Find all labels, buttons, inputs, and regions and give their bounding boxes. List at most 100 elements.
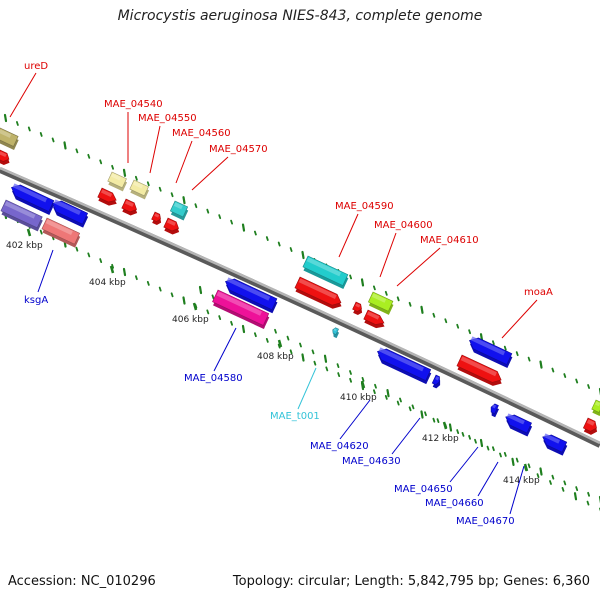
scale-tick bbox=[198, 285, 203, 295]
leader-line bbox=[191, 156, 229, 191]
leader-line bbox=[213, 327, 237, 372]
scale-tick bbox=[361, 376, 365, 382]
scale-tick bbox=[301, 353, 305, 362]
leader-line bbox=[477, 461, 499, 497]
gene-block bbox=[490, 403, 499, 418]
scale-label: 408 kbp bbox=[257, 352, 294, 362]
scale-tick bbox=[360, 278, 365, 287]
gene-block bbox=[302, 255, 349, 290]
scale-tick bbox=[575, 486, 579, 492]
gene-block-face bbox=[151, 211, 161, 222]
gene-block-highlight bbox=[595, 401, 600, 407]
gene-block-highlight bbox=[133, 181, 144, 189]
gene-block bbox=[97, 187, 117, 206]
scale-tick bbox=[158, 286, 162, 292]
scale-tick bbox=[511, 457, 515, 466]
scale-tick bbox=[286, 335, 290, 341]
gene-block-highlight bbox=[216, 291, 262, 316]
gene-block bbox=[169, 200, 189, 221]
scale-tick bbox=[87, 252, 91, 258]
gene-block bbox=[0, 127, 19, 150]
leader-line bbox=[339, 399, 371, 440]
scale-tick bbox=[563, 373, 567, 378]
scale-tick bbox=[289, 247, 293, 252]
scale-tick bbox=[499, 452, 502, 458]
scale-tick bbox=[241, 324, 246, 334]
gene-block-highlight bbox=[506, 413, 525, 425]
gene-block-highlight bbox=[0, 151, 7, 158]
scale-tick bbox=[277, 343, 281, 349]
scale-tick bbox=[182, 196, 186, 205]
scale-tick bbox=[277, 241, 281, 247]
gene-block bbox=[151, 211, 162, 226]
gene-block bbox=[163, 217, 180, 235]
gene-label: MAE_04550 bbox=[138, 113, 197, 124]
gene-block-highlight bbox=[4, 201, 36, 219]
leader-line bbox=[175, 140, 193, 184]
scale-tick bbox=[456, 323, 460, 329]
scale-tick bbox=[491, 340, 495, 346]
gene-block bbox=[542, 433, 568, 456]
scale-tick bbox=[274, 328, 277, 334]
gene-block-face bbox=[163, 217, 179, 232]
scale-label: 404 kbp bbox=[89, 278, 126, 288]
gene-block-highlight bbox=[371, 293, 387, 303]
gene-block bbox=[121, 198, 138, 216]
scale-tick bbox=[551, 474, 555, 480]
scale-tick bbox=[539, 360, 543, 369]
gene-label: MAE_04670 bbox=[456, 516, 515, 527]
gene-block-highlight bbox=[226, 277, 271, 301]
scale-label: 414 kbp bbox=[503, 476, 540, 486]
scale-tick bbox=[301, 250, 305, 260]
scale-tick bbox=[515, 457, 519, 463]
scale-tick bbox=[111, 263, 114, 269]
scale-tick bbox=[587, 491, 590, 497]
scale-tick bbox=[122, 267, 127, 277]
gene-label: MAE_04600 bbox=[374, 220, 433, 231]
scale-tick bbox=[87, 153, 91, 159]
gene-block-highlight bbox=[45, 219, 73, 235]
scale-tick bbox=[549, 480, 552, 485]
scale-tick bbox=[586, 500, 590, 506]
scale-tick bbox=[396, 400, 400, 406]
genome-summary: Topology: circular; Length: 5,842,795 bp… bbox=[232, 574, 590, 589]
scale-tick bbox=[134, 175, 138, 181]
gene-block bbox=[0, 149, 10, 166]
gene-block-highlight bbox=[586, 419, 595, 426]
scale-major-tick bbox=[277, 339, 283, 348]
scale-tick bbox=[432, 312, 436, 318]
scale-tick bbox=[372, 285, 376, 291]
scale-tick bbox=[420, 410, 424, 419]
scale-tick bbox=[396, 296, 400, 302]
gene-block bbox=[107, 171, 128, 192]
leader-line bbox=[297, 367, 317, 410]
gene-block-highlight bbox=[101, 189, 113, 198]
scale-tick bbox=[349, 370, 352, 375]
gene-block bbox=[367, 291, 394, 315]
scale-tick bbox=[399, 397, 402, 403]
scale-tick bbox=[372, 389, 376, 395]
scale-tick bbox=[468, 434, 472, 440]
gene-label: MAE_04620 bbox=[310, 441, 369, 452]
scale-tick bbox=[486, 445, 490, 451]
scale-tick bbox=[336, 363, 340, 369]
scale-tick bbox=[323, 354, 328, 363]
scale-label: 406 kbp bbox=[172, 315, 209, 325]
gene-block-highlight bbox=[298, 278, 337, 300]
gene-block-highlight bbox=[173, 202, 183, 210]
gene-label: MAE_04630 bbox=[342, 456, 401, 467]
scale-tick bbox=[241, 223, 246, 232]
scale-tick bbox=[408, 301, 412, 307]
gene-label: MAE_04580 bbox=[184, 373, 243, 384]
map-title: Microcystis aeruginosa NIES-843, complet… bbox=[117, 8, 483, 24]
scale-tick bbox=[527, 356, 531, 362]
leader-line bbox=[396, 247, 441, 287]
scale-major-tick bbox=[26, 228, 32, 237]
scale-tick bbox=[134, 275, 138, 281]
gene-block bbox=[212, 289, 270, 330]
scale-tick bbox=[479, 333, 484, 342]
scale-major-tick bbox=[442, 421, 448, 430]
scale-tick bbox=[587, 384, 590, 389]
gene-block-highlight bbox=[154, 213, 160, 218]
scale-tick bbox=[51, 137, 55, 143]
